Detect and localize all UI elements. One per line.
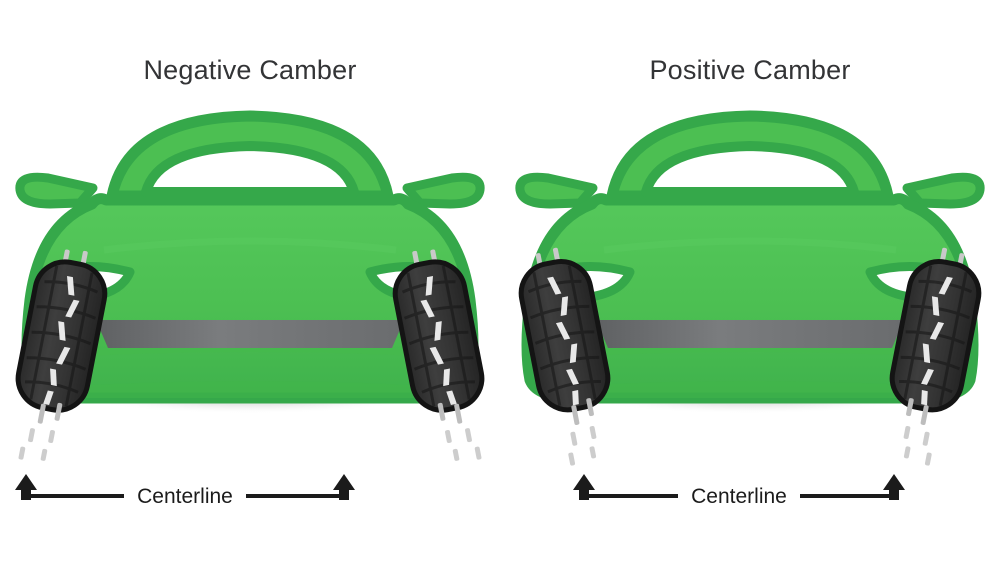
front-left-wheel [15, 249, 108, 461]
right-tire-center-groove [420, 276, 457, 405]
right-lower-bolts [906, 398, 929, 425]
windshield [141, 141, 359, 197]
front-right-wheel [392, 249, 485, 461]
hood-crease [603, 237, 897, 254]
grille [96, 320, 404, 348]
centerline-right-arrow-icon [883, 474, 905, 500]
right-lower-bolts [437, 402, 463, 424]
right-mirror [402, 172, 485, 209]
left-lower-bolts [37, 402, 63, 424]
centerline-label: Centerline [691, 485, 787, 508]
panel-negative-camber: Negative Camber [0, 55, 500, 530]
centerline-annotation-positive: Centerline [573, 474, 905, 508]
windshield [641, 141, 859, 197]
grille [596, 320, 904, 348]
right-tire-center-groove [921, 276, 953, 406]
car-illustration-negative: Centerline [0, 100, 500, 530]
car-illustration-positive: Centerline [500, 100, 1000, 530]
lower-valance [72, 381, 428, 398]
lower-valance [572, 381, 928, 398]
panel-positive-camber: Positive Camber [500, 0, 1000, 563]
centerline-label: Centerline [137, 485, 233, 508]
left-tire-tread [527, 265, 601, 407]
left-tire-tread [24, 265, 99, 407]
right-camber-dashes [903, 425, 932, 466]
panel-title-negative: Negative Camber [143, 55, 357, 85]
centerline-right-arrow-icon [333, 474, 355, 500]
left-mirror [15, 172, 98, 209]
right-mirror [902, 172, 985, 209]
centerline-annotation-negative: Centerline [15, 474, 355, 508]
left-camber-dashes [18, 428, 55, 461]
left-tire-center-groove [43, 276, 80, 405]
car-body [515, 110, 985, 404]
right-camber-dashes [445, 428, 482, 461]
centerline-left-arrow-icon [15, 474, 37, 500]
panel-title-positive: Positive Camber [649, 55, 851, 85]
centerline-left-arrow-icon [573, 474, 595, 500]
left-tire-center-groove [547, 276, 579, 406]
left-camber-dashes [568, 425, 597, 466]
hood-crease [103, 237, 397, 254]
left-lower-bolts [571, 398, 594, 425]
left-mirror [515, 172, 598, 209]
front-right-wheel [889, 247, 982, 466]
front-left-wheel [518, 247, 611, 466]
